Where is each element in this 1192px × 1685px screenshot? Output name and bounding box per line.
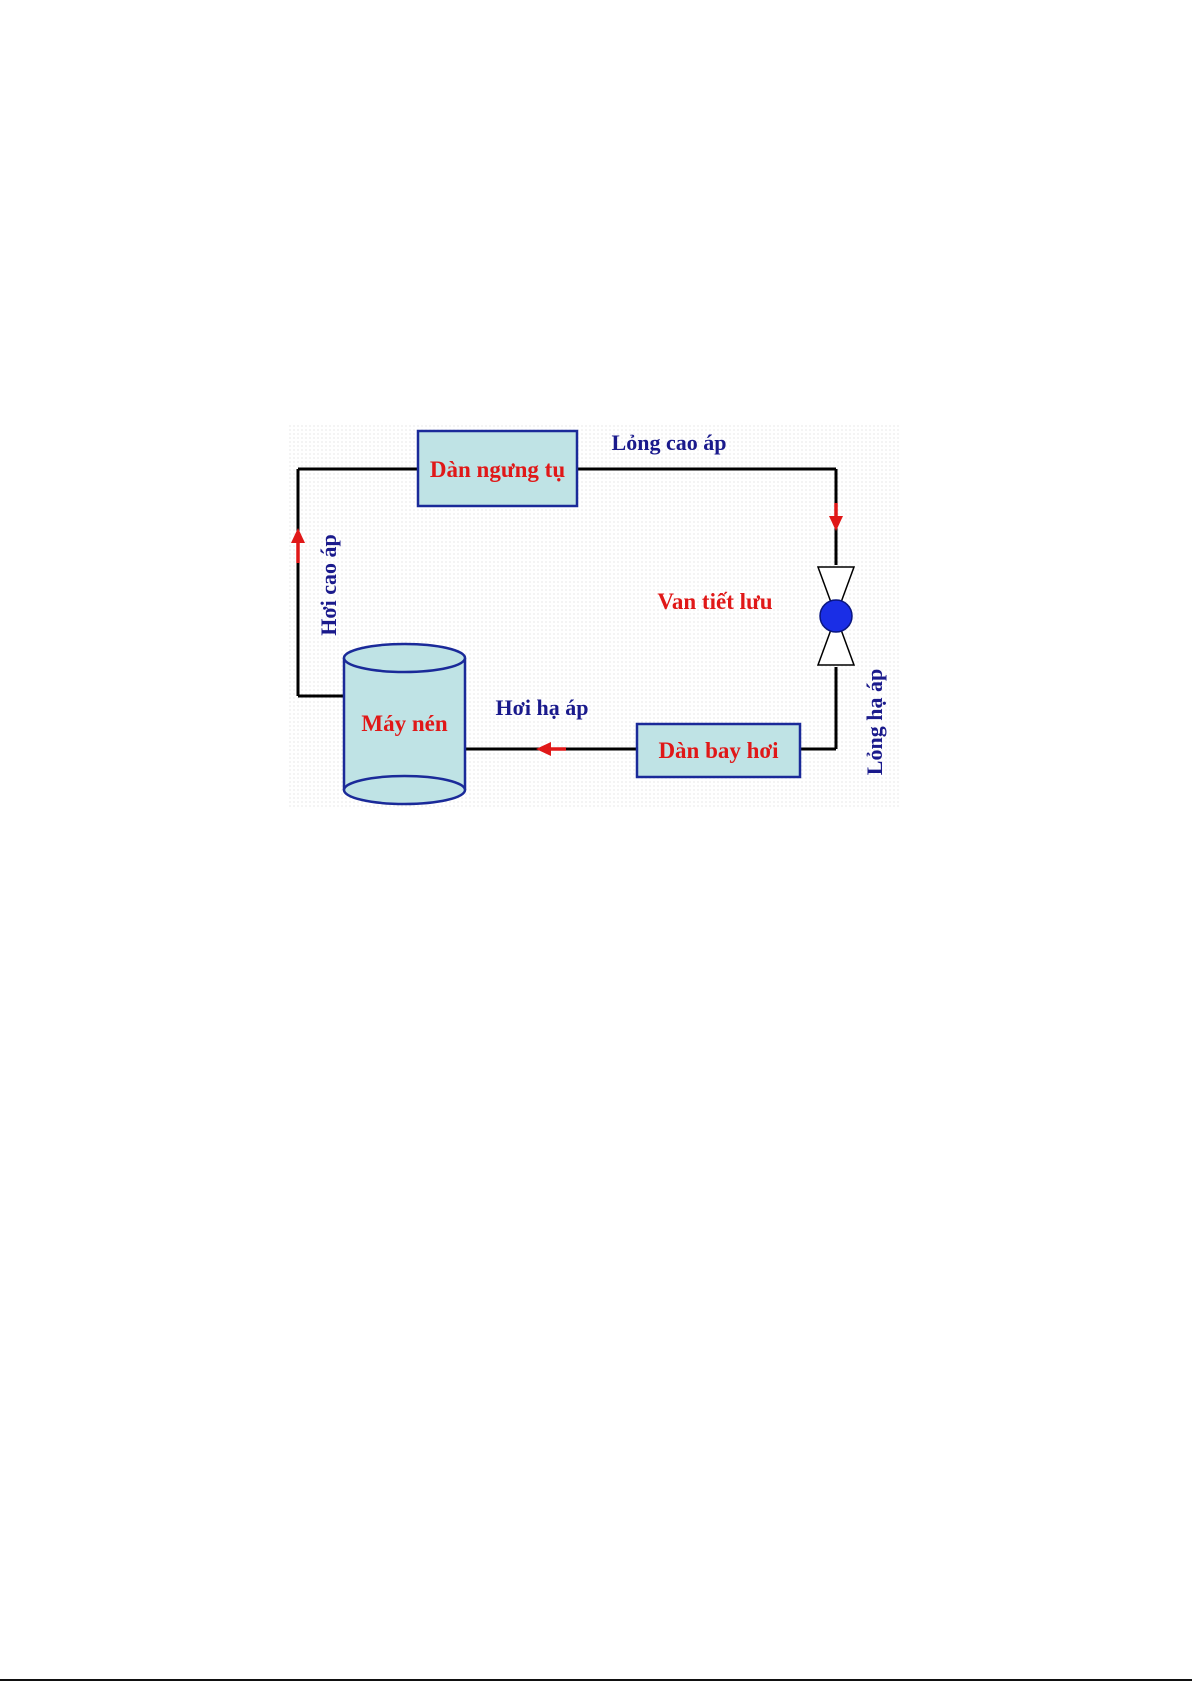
low-pressure-liquid-label: Lỏng hạ áp xyxy=(862,669,887,775)
diagram-canvas: Dàn ngưng tụ Dàn bay hơi Máy nén Van tiế… xyxy=(289,425,899,809)
high-pressure-vapor-label: Hơi cao áp xyxy=(316,534,341,635)
expansion-valve-label: Van tiết lưu xyxy=(657,589,772,614)
cylinder-icon: Máy nén xyxy=(344,644,465,804)
valve-ball xyxy=(820,600,852,632)
high-pressure-liquid-label: Lỏng cao áp xyxy=(612,430,727,455)
low-pressure-vapor-label: Hơi hạ áp xyxy=(496,695,589,720)
condenser-label: Dàn ngưng tụ xyxy=(430,457,565,482)
refrigeration-cycle-diagram: Dàn ngưng tụ Dàn bay hơi Máy nén Van tiế… xyxy=(289,425,899,809)
expansion-valve-icon xyxy=(818,567,854,665)
condenser-box: Dàn ngưng tụ xyxy=(418,431,577,506)
evaporator-box: Dàn bay hơi xyxy=(637,724,800,777)
evaporator-label: Dàn bay hơi xyxy=(658,738,779,763)
page-bottom-rule xyxy=(0,1679,1192,1681)
compressor-label: Máy nén xyxy=(361,711,447,736)
